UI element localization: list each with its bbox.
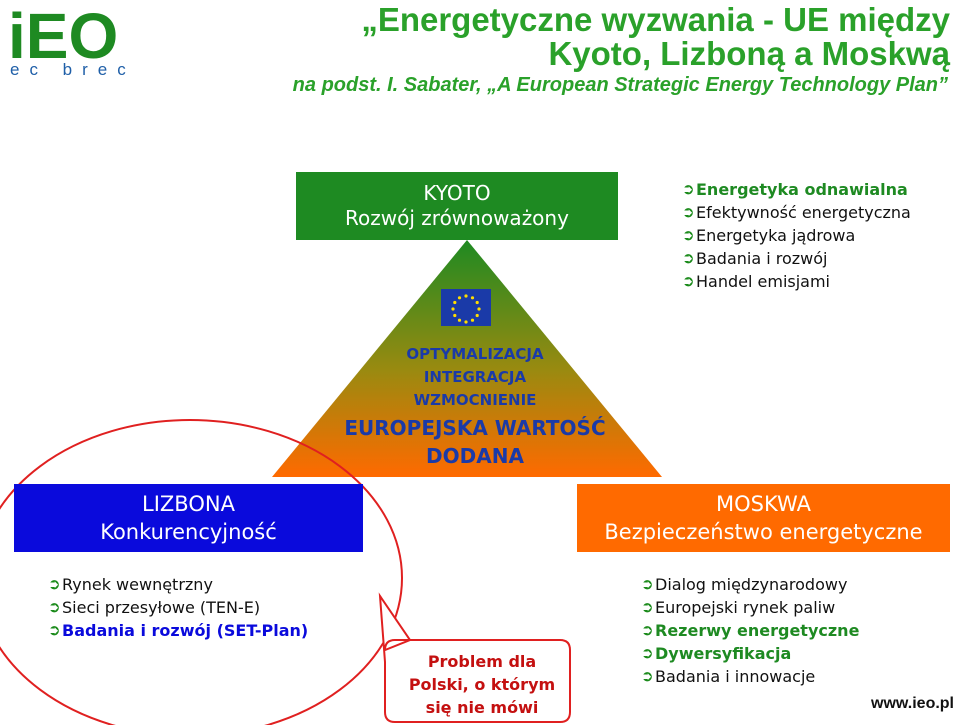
pyramid-shape (272, 240, 662, 477)
page-title-line1: „Energetyczne wyzwania - UE między (361, 1, 950, 38)
callout-line3: się nie mówi (425, 698, 539, 717)
arrow-right-circle-icon: ➲ (682, 180, 695, 198)
list-item: ➲Handel emisjami (682, 272, 830, 291)
arrow-right-circle-icon: ➲ (641, 575, 654, 593)
logo-subtitle: ec brec (10, 60, 136, 79)
list-item: ➲Rezerwy energetyczne (641, 621, 860, 640)
pyramid-line-optymalizacja: OPTYMALIZACJA (406, 345, 544, 363)
callout-bubble (378, 592, 571, 723)
lizbona-subtitle: Konkurencyjność (100, 520, 277, 544)
ieo-logo: iEO (8, 6, 118, 72)
kyoto-list: ➲Energetyka odnawialna ➲Efektywność ener… (682, 178, 911, 293)
list-item: ➲Energetyka odnawialna (682, 180, 908, 199)
pyramid-line-dodana: DODANA (426, 444, 524, 468)
lizbona-title: LIZBONA (142, 492, 235, 516)
list-item: ➲Dialog międzynarodowy (641, 575, 848, 594)
lizbona-list: ➲Rynek wewnętrzny ➲Sieci przesyłowe (TEN… (48, 573, 308, 642)
callout-line2: Polski, o którym (408, 675, 556, 694)
arrow-right-circle-icon: ➲ (682, 272, 695, 290)
callout-text: Problem dla Polski, o którym się nie mów… (398, 650, 566, 719)
kyoto-title: KYOTO (423, 181, 491, 205)
eu-flag-icon (441, 289, 491, 326)
arrow-right-circle-icon: ➲ (48, 621, 61, 639)
list-item: ➲Dywersyfikacja (641, 644, 792, 663)
list-item: ➲Badania i rozwój (682, 249, 828, 268)
svg-text:iEO: iEO (8, 6, 118, 72)
arrow-right-circle-icon: ➲ (48, 575, 61, 593)
list-item: ➲Energetyka jądrowa (682, 226, 856, 245)
arrow-right-circle-icon: ➲ (641, 644, 654, 662)
arrow-right-circle-icon: ➲ (641, 667, 654, 685)
arrow-right-circle-icon: ➲ (682, 226, 695, 244)
page-subtitle: na podst. I. Sabater, „A European Strate… (292, 74, 948, 96)
arrow-right-circle-icon: ➲ (682, 203, 695, 221)
kyoto-box: KYOTO Rozwój zrównoważony (296, 172, 618, 240)
moskwa-list: ➲Dialog międzynarodowy ➲Europejski rynek… (641, 573, 859, 688)
kyoto-subtitle: Rozwój zrównoważony (345, 206, 569, 230)
callout-line1: Problem dla (427, 652, 537, 671)
list-item: ➲Sieci przesyłowe (TEN-E) (48, 598, 261, 617)
list-item: ➲Efektywność energetyczna (682, 203, 911, 222)
list-item: ➲Badania i innowacje (641, 667, 816, 686)
arrow-right-circle-icon: ➲ (48, 598, 61, 616)
pyramid-line-wartosc: EUROPEJSKA WARTOŚĆ (344, 416, 606, 440)
pyramid-line-integracja: INTEGRACJA (423, 368, 527, 386)
arrow-right-circle-icon: ➲ (641, 598, 654, 616)
moskwa-title: MOSKWA (716, 492, 811, 516)
arrow-right-circle-icon: ➲ (641, 621, 654, 639)
arrow-right-circle-icon: ➲ (682, 249, 695, 267)
footer-url[interactable]: www.ieo.pl (871, 695, 954, 712)
page-title-line2: Kyoto, Lizboną a Moskwą (548, 35, 950, 72)
pyramid-line-wzmocnienie: WZMOCNIENIE (413, 391, 537, 409)
list-item: ➲Europejski rynek paliw (641, 598, 836, 617)
list-item: ➲Rynek wewnętrzny (48, 575, 213, 594)
highlight-circle (0, 419, 403, 725)
moskwa-subtitle: Bezpieczeństwo energetyczne (604, 520, 923, 544)
list-item: ➲Badania i rozwój (SET-Plan) (48, 621, 309, 640)
moskwa-box: MOSKWA Bezpieczeństwo energetyczne (577, 484, 950, 552)
lizbona-box: LIZBONA Konkurencyjność (14, 484, 363, 552)
